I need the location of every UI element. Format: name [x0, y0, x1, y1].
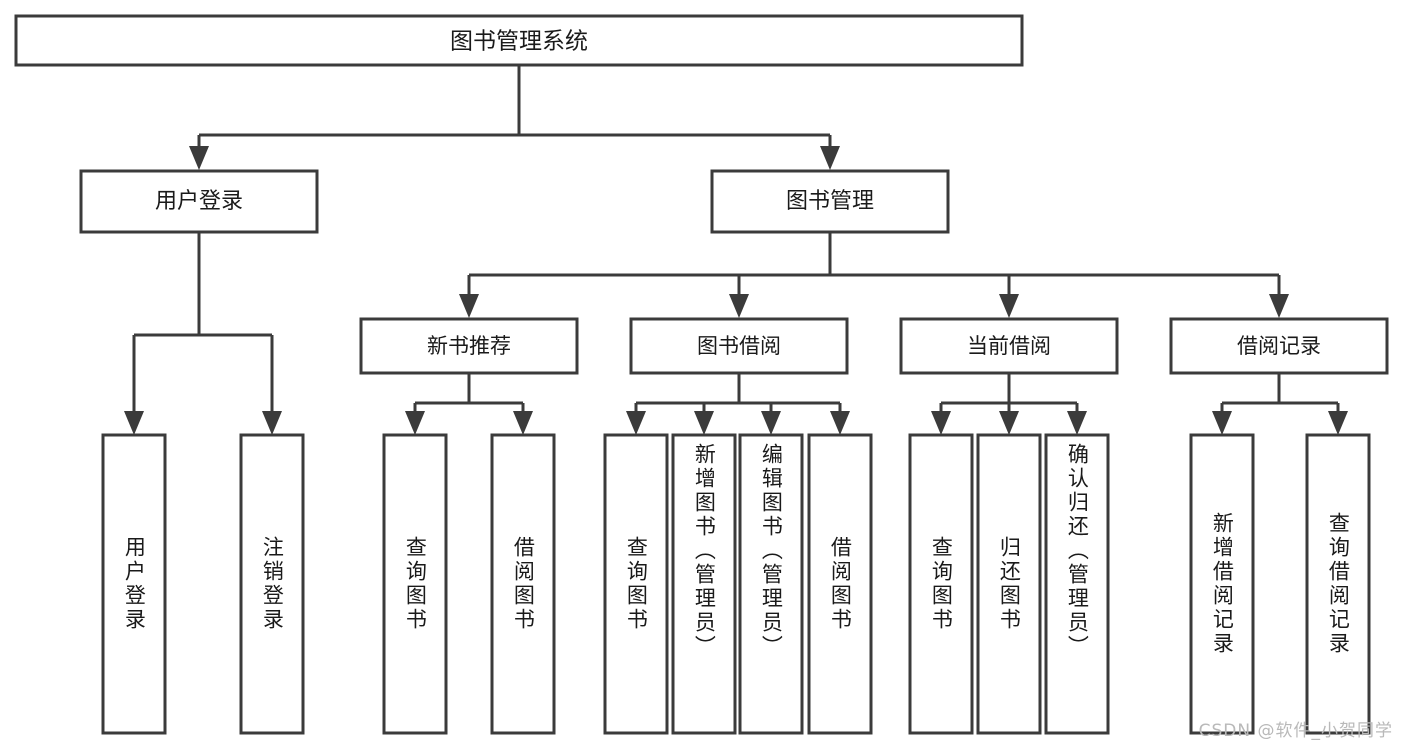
node-user-login-box[interactable]: [79, 169, 319, 234]
connectors-book-manage-to-level3: [459, 232, 1289, 318]
arrow-to-leaf-user-login: [124, 411, 144, 435]
arrow-to-user-login: [189, 146, 209, 170]
csdn-watermark: CSDN @软件_小贺同学: [1198, 721, 1393, 741]
arrow-to-leaf-borrow-book-1: [513, 411, 533, 435]
leaf-box-add-book[interactable]: [671, 433, 737, 735]
leaf-box-add-record[interactable]: [1189, 433, 1255, 735]
node-root-label: 图书管理系统: [450, 29, 588, 55]
arrow-to-leaf-borrow-book-2: [830, 411, 850, 435]
arrow-to-book-manage: [820, 146, 840, 170]
leaf-box-user-logout[interactable]: [239, 433, 305, 735]
leaf-box-user-login[interactable]: [101, 433, 167, 735]
node-book-manage-box[interactable]: [710, 169, 950, 234]
connectors-current-borrow-to-leaves: [931, 373, 1087, 435]
arrow-to-borrow-record: [1269, 294, 1289, 318]
leaf-box-query-record[interactable]: [1305, 433, 1371, 735]
arrow-to-leaf-user-logout: [262, 411, 282, 435]
node-book-borrow-label: 图书借阅: [697, 334, 781, 358]
node-book-manage[interactable]: 图书管理: [710, 169, 950, 234]
node-new-book-rec-box[interactable]: [359, 317, 579, 375]
arrow-to-book-borrow: [729, 294, 749, 318]
arrow-to-leaf-query-book-1: [405, 411, 425, 435]
node-current-borrow-box[interactable]: [899, 317, 1119, 375]
node-new-book-rec[interactable]: 新书推荐: [359, 317, 579, 375]
node-root-box[interactable]: [14, 14, 1024, 67]
node-book-borrow-box[interactable]: [629, 317, 849, 375]
leaf-box-return-book[interactable]: [976, 433, 1042, 735]
leaf-box-query-book-1[interactable]: [382, 433, 448, 735]
arrow-to-current-borrow: [999, 294, 1019, 318]
leaf-box-query-book-3[interactable]: [908, 433, 974, 735]
arrow-to-leaf-add-record: [1212, 411, 1232, 435]
connectors-book-borrow-to-leaves: [626, 373, 850, 435]
arrow-to-leaf-query-book-2: [626, 411, 646, 435]
arrow-to-leaf-query-book-3: [931, 411, 951, 435]
arrow-to-leaf-confirm-return: [1067, 411, 1087, 435]
arrow-to-new-book-rec: [459, 294, 479, 318]
leaf-box-borrow-book-1[interactable]: [490, 433, 556, 735]
node-user-login-label: 用户登录: [155, 189, 243, 214]
connectors-new-book-rec-to-leaves: [405, 373, 533, 435]
node-book-borrow[interactable]: 图书借阅: [629, 317, 849, 375]
node-new-book-rec-label: 新书推荐: [427, 334, 511, 358]
arrow-to-leaf-edit-book: [761, 411, 781, 435]
leaf-box-borrow-book-2[interactable]: [807, 433, 873, 735]
node-user-login[interactable]: 用户登录: [79, 169, 319, 234]
arrow-to-leaf-query-record: [1328, 411, 1348, 435]
connectors-user-login-to-leaves: [124, 232, 282, 435]
node-borrow-record-box[interactable]: [1169, 317, 1389, 375]
node-borrow-record[interactable]: 借阅记录: [1169, 317, 1389, 375]
leaf-box-edit-book[interactable]: [738, 433, 804, 735]
node-current-borrow-label: 当前借阅: [967, 334, 1051, 358]
leaf-box-confirm-return[interactable]: [1044, 433, 1110, 735]
node-root[interactable]: 图书管理系统: [14, 14, 1024, 67]
connectors-borrow-record-to-leaves: [1212, 373, 1348, 435]
arrow-to-leaf-add-book: [694, 411, 714, 435]
node-book-manage-label: 图书管理: [786, 189, 874, 214]
leaf-box-query-book-2[interactable]: [603, 433, 669, 735]
connectors-root-to-level2: [189, 65, 840, 170]
node-current-borrow[interactable]: 当前借阅: [899, 317, 1119, 375]
arrow-to-leaf-return-book: [999, 411, 1019, 435]
node-borrow-record-label: 借阅记录: [1237, 334, 1321, 358]
